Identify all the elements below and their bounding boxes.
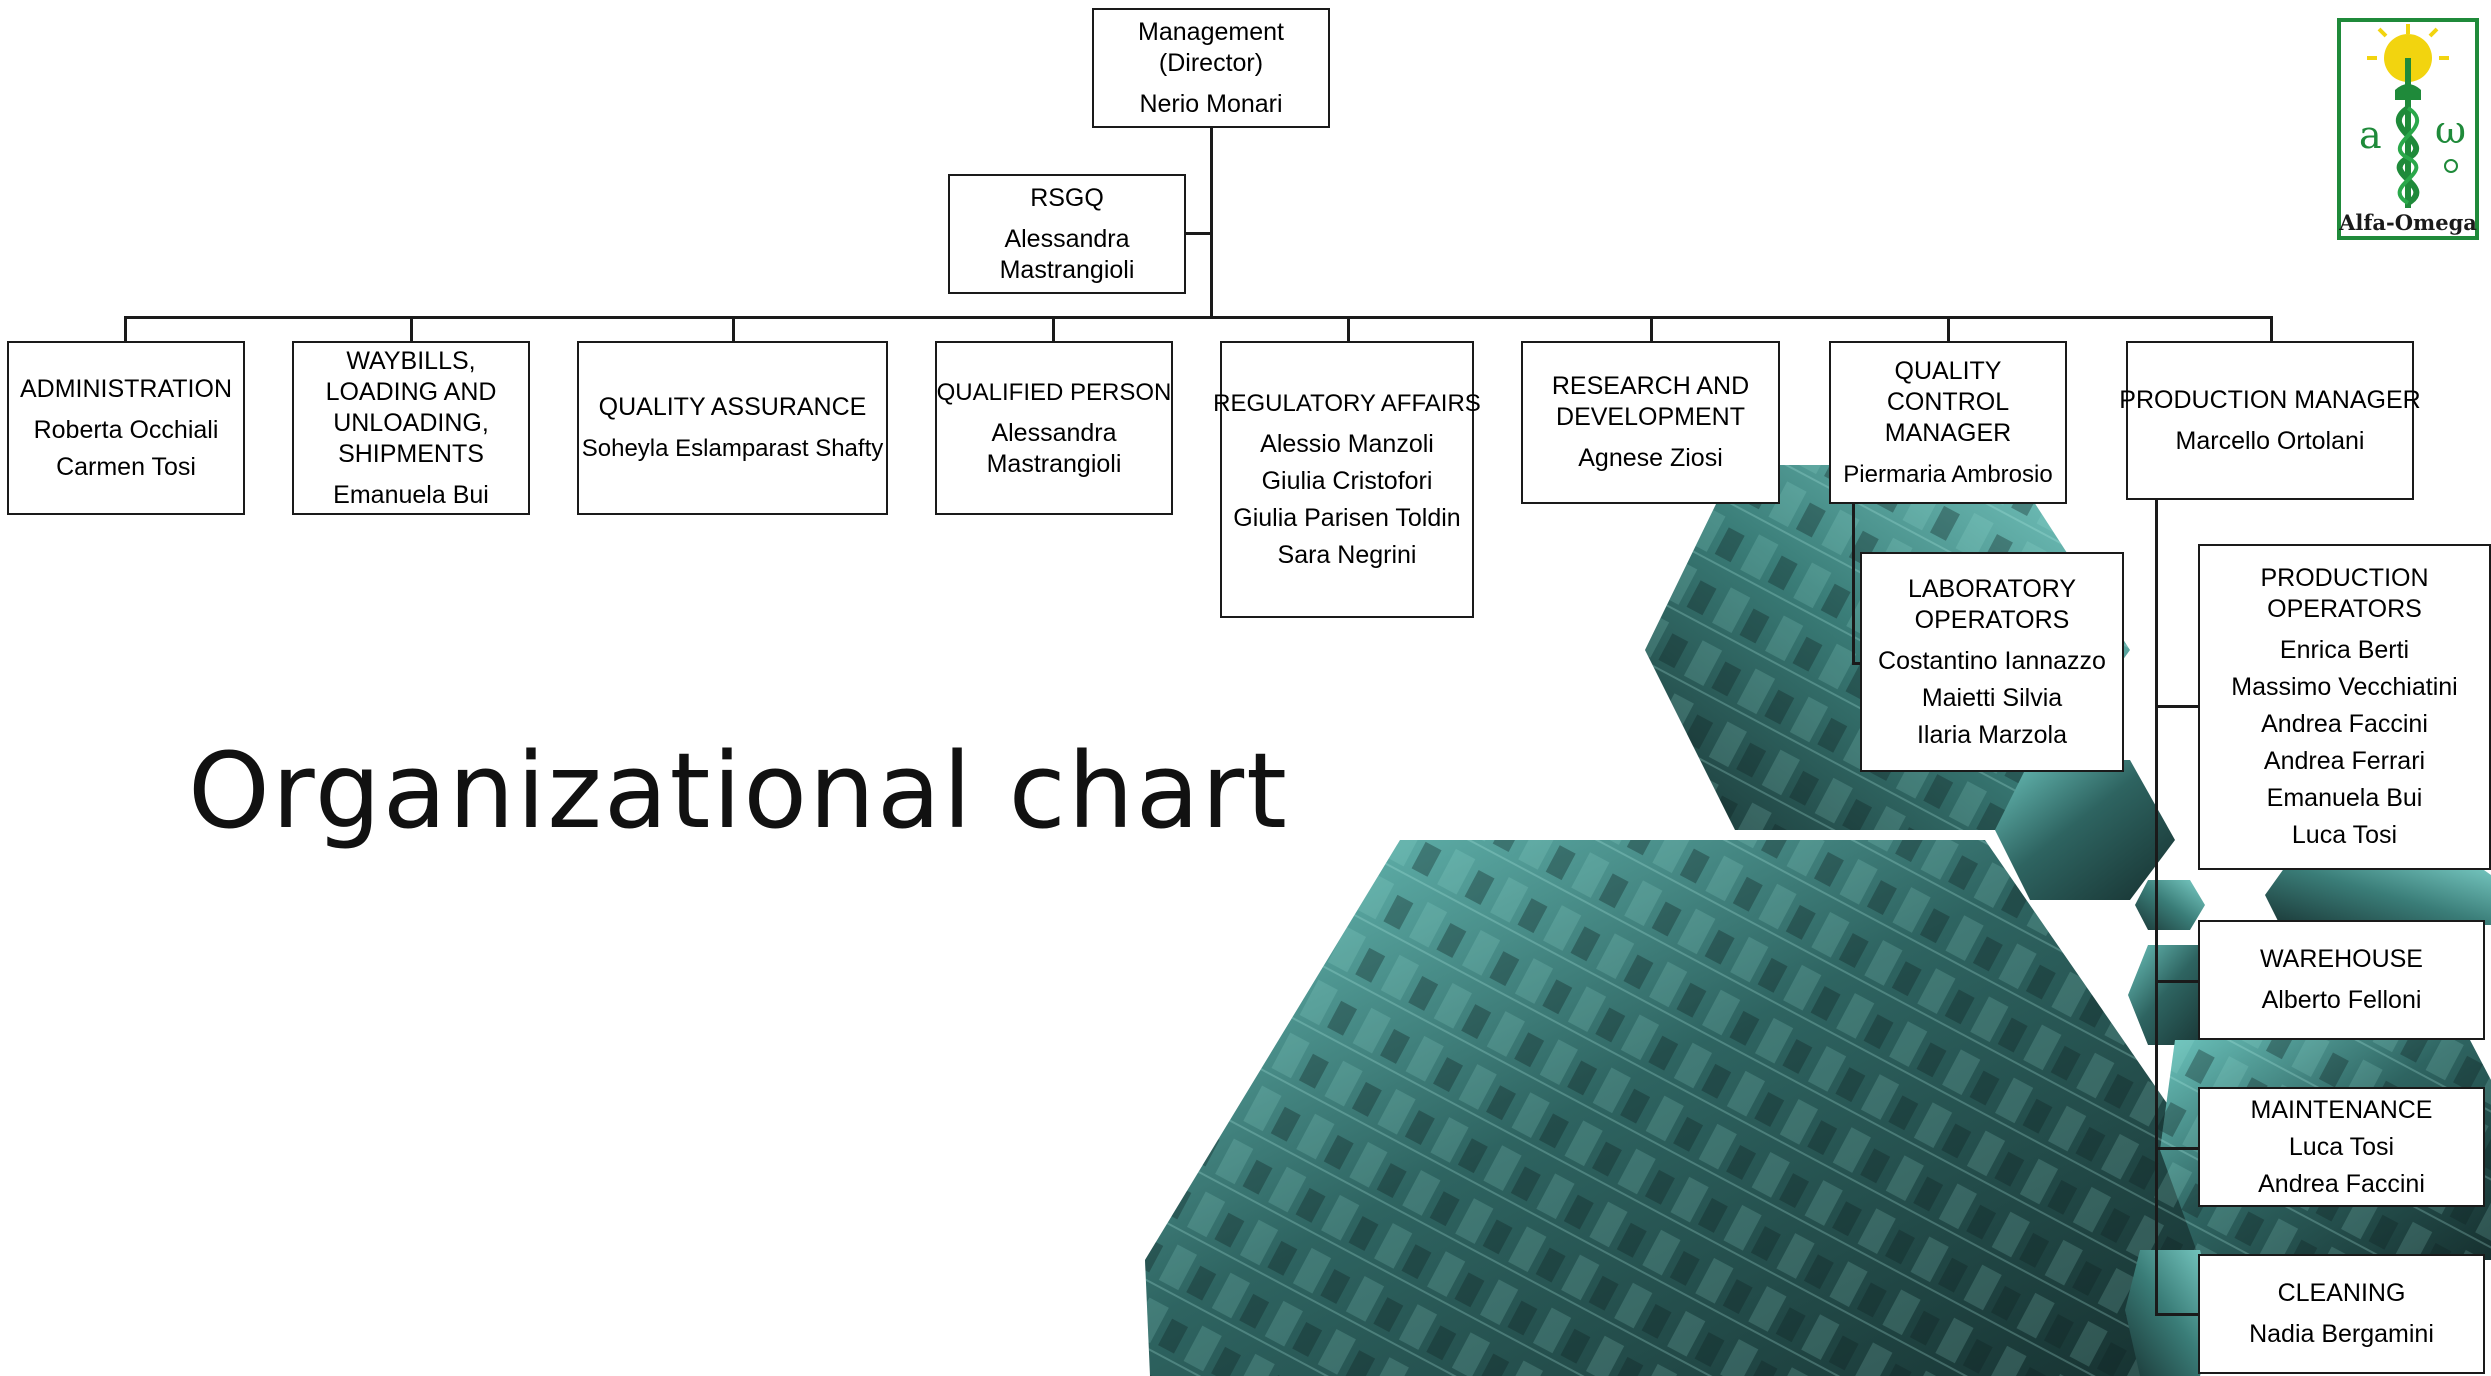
- box-title: PRODUCTION OPERATORS: [2260, 564, 2429, 623]
- person-name: Marcello Ortolani: [2175, 426, 2365, 455]
- connector: [1185, 232, 1212, 235]
- production-operators-box: PRODUCTION OPERATORS Enrica Berti Massim…: [2198, 544, 2491, 870]
- box-title: CLEANING: [2277, 1279, 2406, 1307]
- connector: [1947, 316, 1950, 342]
- person-name: Nerio Monari: [1139, 89, 1283, 118]
- box-title: REGULATORY AFFAIRS: [1213, 390, 1481, 417]
- box-title: QUALITY CONTROL MANAGER: [1884, 356, 2012, 447]
- caduceus-logo-icon: a ω Alfa-Omega: [2337, 18, 2479, 240]
- box-title: RSGQ: [1030, 183, 1104, 212]
- person-name: Alberto Felloni: [2261, 986, 2422, 1014]
- photo-hexagon-small-2: [2135, 880, 2205, 930]
- person-name: Nadia Bergamini: [2249, 1320, 2434, 1348]
- department-production-manager: PRODUCTION MANAGER Marcello Ortolani: [2119, 341, 2421, 500]
- person-name: Luca Tosi: [2291, 821, 2398, 849]
- box-title: RESEARCH AND DEVELOPMENT: [1551, 372, 1750, 431]
- connector: [732, 316, 735, 342]
- maintenance-box: MAINTENANCE Luca Tosi Andrea Faccini: [2198, 1087, 2485, 1207]
- person-name: Giulia Cristofori: [1261, 467, 1433, 495]
- person-name: Roberta Occhiali: [33, 415, 219, 444]
- connector: [2155, 1313, 2200, 1316]
- department-quality-assurance: QUALITY ASSURANCE Soheyla Eslamparast Sh…: [577, 341, 888, 515]
- person-name: Alessio Manzoli: [1260, 430, 1434, 458]
- connector: [124, 316, 127, 342]
- page-title: Organizational chart: [188, 730, 1289, 852]
- connector: [1347, 316, 1350, 342]
- person-name: Alessandra Mastrangioli: [999, 224, 1135, 284]
- department-waybills: WAYBILLS, LOADING AND UNLOADING, SHIPMEN…: [292, 341, 530, 515]
- logo-text: Alfa-Omega: [2338, 210, 2477, 235]
- cleaning-box: CLEANING Nadia Bergamini: [2198, 1254, 2485, 1374]
- connector: [410, 316, 413, 342]
- department-administration: ADMINISTRATION Roberta Occhiali Carmen T…: [7, 341, 245, 515]
- person-name: Ilaria Marzola: [1916, 720, 2068, 749]
- person-name: Luca Tosi: [2288, 1132, 2395, 1161]
- person-name: Maietti Silvia: [1921, 683, 2063, 712]
- person-name: Andrea Ferrari: [2263, 747, 2426, 775]
- person-name: Enrica Berti: [2279, 636, 2410, 664]
- box-title: Management (Director): [1138, 17, 1284, 77]
- connector: [1852, 662, 1862, 665]
- person-name: Soheyla Eslamparast Shafty: [581, 435, 884, 462]
- person-name: Giulia Parisen Toldin: [1233, 504, 1461, 532]
- rsgq-box: RSGQ Alessandra Mastrangioli: [948, 174, 1186, 294]
- connector: [2155, 1147, 2200, 1150]
- box-title: LABORATORY OPERATORS: [1907, 574, 2077, 634]
- box-title: QUALIFIED PERSON: [936, 378, 1172, 406]
- svg-text:ω: ω: [2435, 108, 2466, 152]
- department-qualified-person: QUALIFIED PERSON Alessandra Mastrangioli: [935, 341, 1173, 515]
- person-name: Carmen Tosi: [56, 452, 196, 481]
- connector: [2270, 316, 2273, 342]
- person-name: Alessandra Mastrangioli: [986, 418, 1122, 478]
- department-research-development: RESEARCH AND DEVELOPMENT Agnese Ziosi: [1521, 341, 1780, 504]
- person-name: Agnese Ziosi: [1578, 444, 1723, 472]
- department-quality-control-manager: QUALITY CONTROL MANAGER Piermaria Ambros…: [1829, 341, 2067, 504]
- connector: [1650, 316, 1653, 342]
- svg-text:a: a: [2359, 113, 2382, 157]
- person-name: Andrea Faccini: [2258, 1169, 2425, 1198]
- person-name: Emanuela Bui: [2266, 784, 2423, 812]
- photo-hexagon-small-3: [2128, 945, 2215, 1045]
- director-box: Management (Director) Nerio Monari: [1092, 8, 1330, 128]
- person-name: Sara Negrini: [1277, 541, 1417, 569]
- person-name: Costantino Iannazzo: [1878, 646, 2106, 675]
- department-regulatory-affairs: REGULATORY AFFAIRS Alessio Manzoli Giuli…: [1213, 341, 1481, 618]
- person-name: Andrea Faccini: [2261, 710, 2428, 738]
- box-title: ADMINISTRATION: [19, 374, 233, 403]
- photo-hexagon-small-4: [2265, 860, 2491, 925]
- connector: [1852, 502, 1855, 664]
- laboratory-operators-box: LABORATORY OPERATORS Costantino Iannazzo…: [1860, 552, 2124, 772]
- warehouse-box: WAREHOUSE Alberto Felloni: [2198, 920, 2485, 1040]
- box-title: WAYBILLS, LOADING AND UNLOADING, SHIPMEN…: [325, 346, 497, 468]
- box-title: PRODUCTION MANAGER: [2119, 385, 2421, 414]
- connector: [2155, 980, 2200, 983]
- photo-hexagon-small-1: [1995, 760, 2175, 900]
- person-name: Piermaria Ambrosio: [1843, 460, 2053, 488]
- connector: [124, 316, 2273, 319]
- connector: [1052, 316, 1055, 342]
- box-title: MAINTENANCE: [2250, 1095, 2433, 1124]
- box-title: QUALITY ASSURANCE: [598, 393, 867, 421]
- connector: [2155, 705, 2200, 708]
- person-name: Massimo Vecchiatini: [2231, 673, 2458, 701]
- connector: [1210, 126, 1213, 319]
- person-name: Emanuela Bui: [333, 480, 489, 509]
- box-title: WAREHOUSE: [2260, 945, 2423, 973]
- connector: [2155, 500, 2158, 1316]
